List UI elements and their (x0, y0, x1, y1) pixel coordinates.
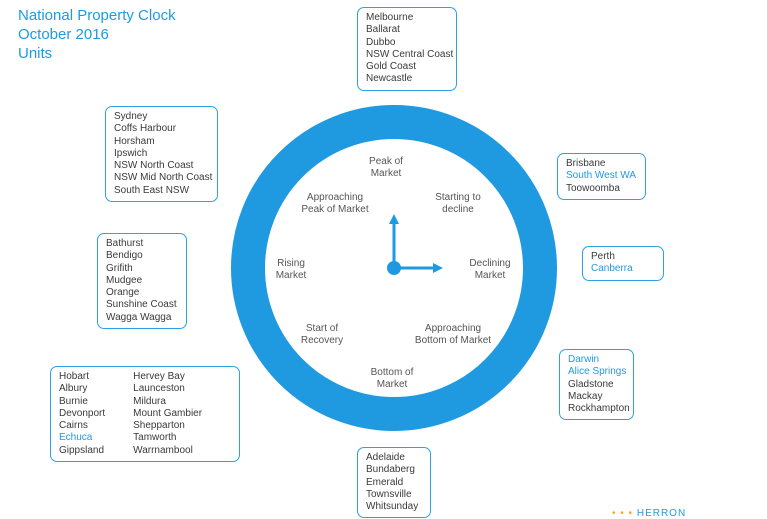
title-line-3: Units (18, 45, 53, 62)
label-start-recovery: Start of Recovery (300, 323, 344, 346)
list-item: Perth (591, 251, 615, 262)
list-item: Brisbane (566, 158, 606, 169)
box-top-left: Sydney Coffs Harbour Horsham Ipswich NSW… (105, 106, 218, 203)
list-item: Toowoomba (566, 182, 620, 194)
clock-ring (231, 105, 557, 431)
list-item-highlighted: Alice Springs (568, 366, 627, 378)
list-item: Melbourne (366, 12, 414, 23)
list-item: Bundaberg (366, 464, 415, 476)
list-item: Dubbo (366, 36, 396, 48)
title-line-2: October 2016 (18, 26, 109, 43)
label-approaching-peak: Approaching Peak of Market (301, 192, 369, 215)
box-right-top: Brisbane South West WA Toowoomba (557, 153, 646, 200)
list-item: South East NSW (114, 184, 190, 196)
list-item: Townsville (366, 488, 412, 500)
list-item: Gippsland (59, 444, 105, 456)
list-item: Emerald (366, 476, 404, 488)
list-item: Adelaide (366, 452, 405, 463)
list-item: Hobart (59, 371, 90, 382)
label-bottom: Bottom of Market (370, 367, 414, 390)
list-item: Hervey Bay (133, 371, 185, 382)
list-item: Tamworth (133, 432, 177, 444)
list-item: Launceston (133, 383, 185, 395)
list-item: Whitsunday (366, 501, 419, 513)
list-item: Ipswich (114, 147, 148, 159)
list-item: Warrnambool (133, 444, 193, 456)
list-item: Wagga Wagga (106, 311, 172, 323)
list-item: Ballarat (366, 24, 400, 36)
clock-center (387, 261, 401, 275)
list-item: Gladstone (568, 378, 614, 390)
clock-hand-horizontal-arrow (433, 263, 443, 273)
box-left-mid: Bathurst Bendigo Grifith Mudgee Orange S… (97, 233, 187, 330)
list-item: Sydney (114, 111, 148, 122)
logo-dots-icon: • • • (612, 508, 634, 519)
list-item: Grifith (106, 262, 133, 274)
list-item: Cairns (59, 420, 88, 432)
list-item-highlighted: Echuca (59, 432, 93, 444)
list-item-highlighted: South West WA (566, 170, 637, 182)
label-peak: Peak of Market (369, 156, 403, 179)
list-item: Bathurst (106, 238, 144, 249)
page-title: National Property Clock October 2016 Uni… (18, 6, 176, 63)
list-item: Rockhampton (568, 403, 630, 415)
list-item: Mount Gambier (133, 407, 203, 419)
box-bottom-left: Hobart Albury Burnie Devonport Cairns Ec… (50, 366, 240, 463)
list-item: Burnie (59, 395, 88, 407)
list-item: NSW Central Coast (366, 48, 454, 60)
list-item: Mildura (133, 395, 166, 407)
list-item: Albury (59, 383, 88, 395)
label-approaching-bottom: Approaching Bottom of Market (414, 323, 492, 346)
box-right-bottom: Darwin Alice Springs Gladstone Mackay Ro… (559, 349, 634, 421)
list-item: Gold Coast (366, 61, 417, 73)
list-item: Newcastle (366, 73, 413, 85)
list-item: Coffs Harbour (114, 123, 177, 135)
box-bottom: Adelaide Bundaberg Emerald Townsville Wh… (357, 447, 431, 519)
logo-text: HERRON (636, 508, 687, 519)
list-item: Mudgee (106, 274, 143, 286)
box-right-mid: Perth Canberra (582, 246, 664, 281)
label-rising: Rising Market (275, 258, 307, 281)
box-top: Melbourne Ballarat Dubbo NSW Central Coa… (357, 7, 457, 91)
list-item: Mackay (568, 390, 603, 402)
clock-hand-vertical-arrow (389, 214, 399, 224)
list-item: Horsham (114, 135, 155, 147)
list-item: Shepparton (133, 420, 185, 432)
herron-logo: • • • HERRON (612, 508, 686, 519)
list-item: NSW North Coast (114, 160, 194, 172)
list-item: NSW Mid North Coast (114, 172, 213, 184)
list-item: Sunshine Coast (106, 299, 177, 311)
label-starting-decline: Starting to decline (435, 192, 481, 215)
list-item: Devonport (59, 407, 106, 419)
list-item-highlighted: Canberra (591, 263, 633, 275)
list-item: Orange (106, 287, 140, 299)
label-declining: Declining Market (469, 258, 511, 281)
list-item-highlighted: Darwin (568, 354, 600, 365)
list-item: Bendigo (106, 250, 143, 262)
title-line-1: National Property Clock (18, 7, 176, 24)
